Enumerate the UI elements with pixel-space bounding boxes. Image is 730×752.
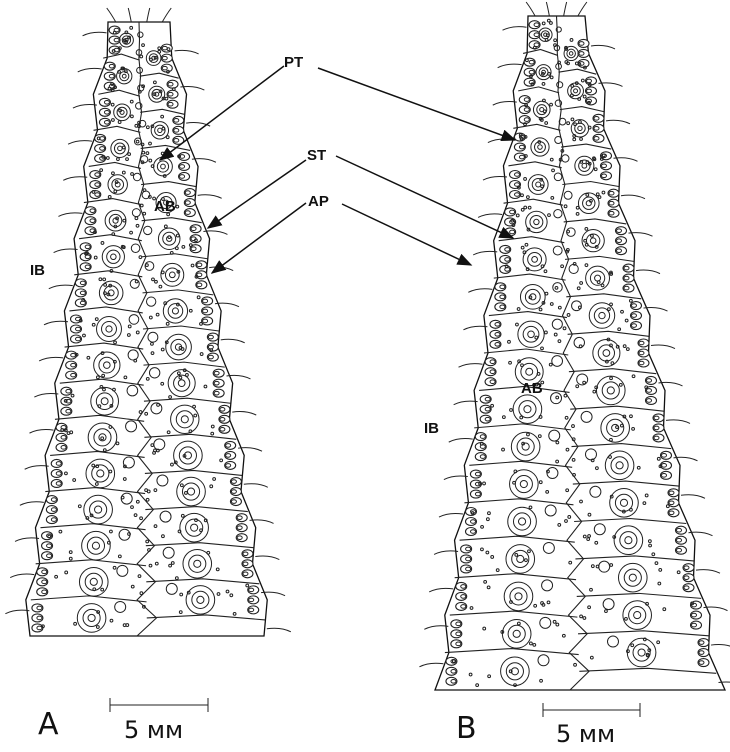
specimen-b-drawing [419,2,730,690]
ab-label-b: AB [521,380,543,397]
ap-arrow-a [212,203,306,273]
pt-arrow-b [318,68,515,140]
st-label: ST [307,147,326,164]
panel-label-a: A [38,707,59,742]
scale-bar-b-label: 5 мм [556,720,615,748]
pt-label: PT [284,54,303,71]
ab-label-a: AB [154,198,176,215]
ib-label-a: IB [30,262,45,279]
specimen-outline [435,16,725,690]
leader-lines [160,66,515,273]
scale-bar-a-label: 5 мм [124,716,183,744]
scale-bar-b: 5 мм [543,703,640,748]
specimen-a-drawing [5,8,290,636]
ap-label: AP [308,193,329,210]
st-arrow-b [336,156,513,238]
scale-bar-a: 5 мм [110,698,208,744]
ap-arrow-b [342,204,471,265]
st-arrow-a [208,160,306,228]
ib-label-b: IB [424,420,439,437]
panel-label-b: B [456,711,477,746]
